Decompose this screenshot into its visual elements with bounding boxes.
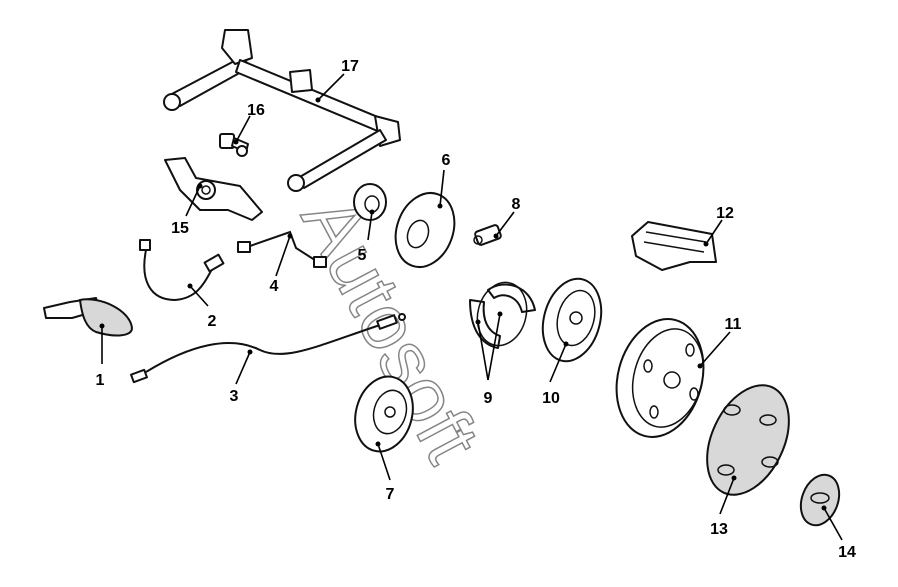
callout-11: 11	[725, 316, 742, 333]
brake-disc[interactable]	[347, 370, 421, 458]
callout-17: 17	[341, 58, 359, 75]
brake-shoes[interactable]	[469, 277, 536, 351]
callout-5: 5	[358, 247, 367, 264]
handbrake-cable[interactable]	[130, 313, 406, 384]
callout-9: 9	[484, 390, 493, 407]
callout-16: 16	[247, 102, 265, 119]
trailing-arm[interactable]	[164, 157, 263, 221]
callout-15: 15	[171, 220, 189, 237]
callout-4: 4	[270, 278, 279, 295]
wheel-hub[interactable]	[353, 183, 387, 221]
handbrake-lever[interactable]	[43, 297, 134, 337]
callout-6: 6	[442, 152, 451, 169]
callout-2: 2	[208, 313, 217, 330]
callout-14: 14	[838, 544, 856, 561]
callout-13: 13	[710, 521, 728, 538]
callout-3: 3	[230, 388, 239, 405]
steel-wheel[interactable]	[604, 309, 716, 447]
brake-backing-plate[interactable]	[386, 185, 465, 276]
rear-axle-beam[interactable]	[163, 29, 401, 192]
wheel-cover[interactable]	[691, 372, 805, 508]
leader-lines	[99, 73, 843, 541]
center-cap[interactable]	[794, 469, 846, 530]
callout-12: 12	[716, 205, 734, 222]
brake-drum[interactable]	[534, 272, 610, 368]
callout-10: 10	[542, 390, 560, 407]
brake-pipe[interactable]	[237, 230, 327, 268]
mud-guard[interactable]	[631, 221, 717, 271]
callout-1: 1	[96, 372, 105, 389]
bolt-with-nut[interactable]	[219, 133, 249, 157]
callout-labels: 1 2 3 4 5 6 7 8 9 10 11 12 13 14 15 16 1…	[96, 58, 856, 561]
brake-hose[interactable]	[139, 239, 225, 302]
callout-8: 8	[512, 196, 521, 213]
callout-7: 7	[386, 486, 395, 503]
